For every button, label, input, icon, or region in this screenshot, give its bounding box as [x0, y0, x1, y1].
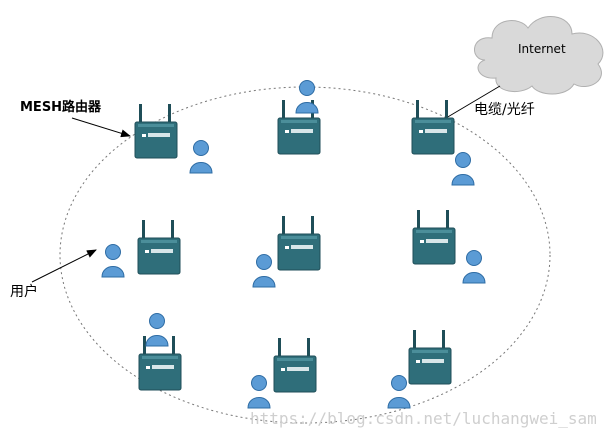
- router-icon: [408, 329, 452, 385]
- user-icon: [101, 244, 125, 278]
- router-icon: [134, 103, 178, 159]
- router-icon: [273, 337, 317, 393]
- mesh-router-label: MESH路由器: [20, 99, 102, 115]
- user-arrow: [31, 249, 97, 283]
- user-icon: [387, 375, 411, 409]
- cable-fiber-label: 电缆/光纤: [474, 102, 535, 118]
- internet-label: Internet: [518, 42, 566, 56]
- router-icon: [412, 209, 456, 265]
- cloud-icon: [474, 16, 604, 95]
- user-icon: [451, 152, 475, 186]
- watermark: https://blog.csdn.net/luchangwei_sam: [250, 409, 597, 428]
- user-icon: [189, 140, 213, 174]
- user-icon: [295, 80, 319, 114]
- user-icon: [252, 254, 276, 288]
- router-icon: [137, 219, 181, 275]
- user-icon: [462, 250, 486, 284]
- router-icon: [277, 215, 321, 271]
- user-label: 用户: [10, 283, 38, 300]
- cable-line: [445, 85, 501, 119]
- mesh-router-arrow: [71, 117, 131, 138]
- user-icon: [145, 313, 169, 347]
- user-icon: [247, 375, 271, 409]
- router-icon: [411, 99, 455, 155]
